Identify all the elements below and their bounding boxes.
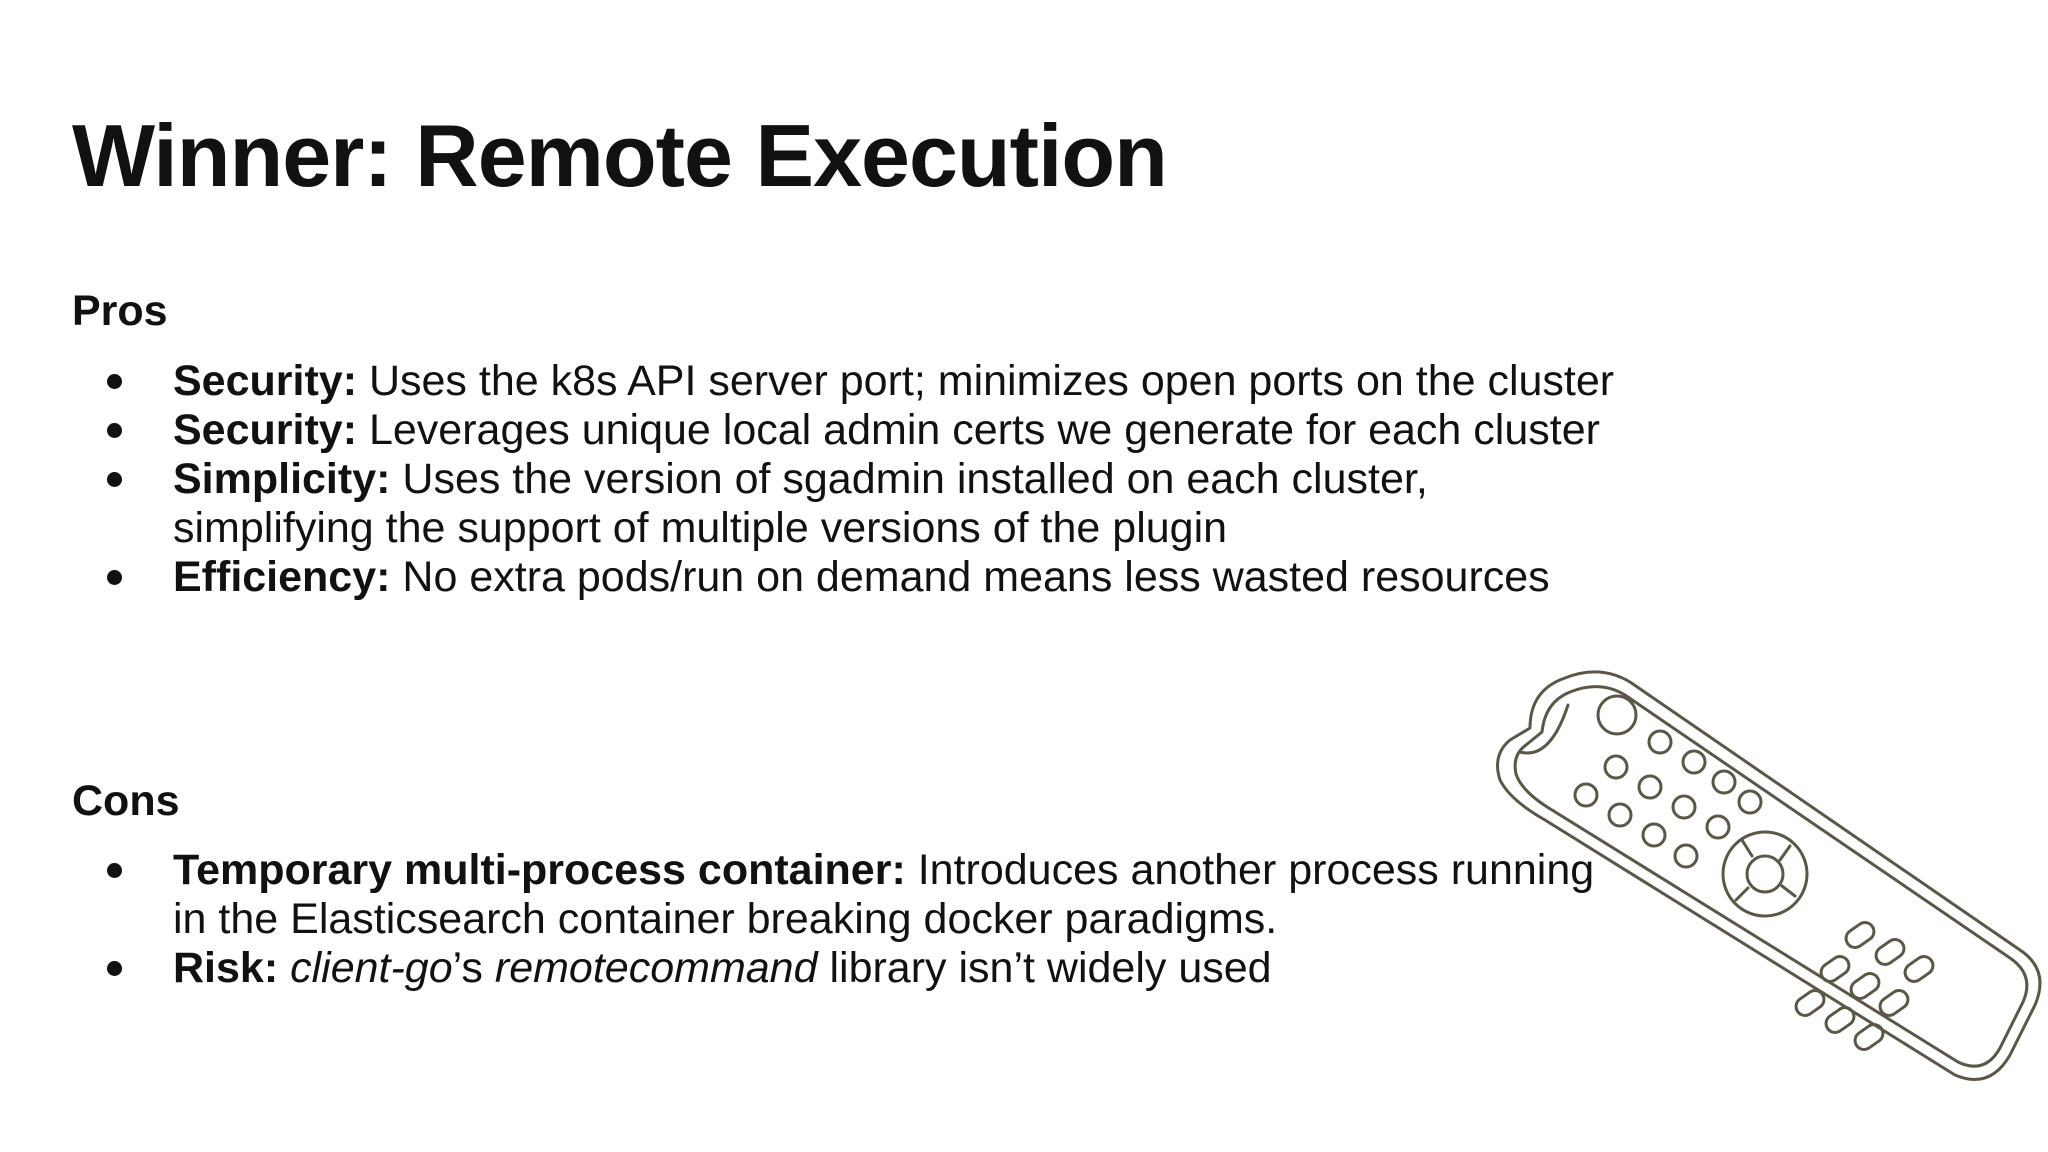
- item-label: Risk:: [173, 944, 279, 992]
- cons-list: Temporary multi-process container: Intro…: [100, 846, 1620, 993]
- list-item: Risk: client-go’s remotecommand library …: [100, 944, 1620, 993]
- pros-heading: Pros: [72, 287, 168, 335]
- bullet-icon: [107, 863, 122, 878]
- slide-title: Winner: Remote Execution: [72, 106, 1168, 205]
- item-text: No extra pods/run on demand means less w…: [390, 553, 1550, 601]
- list-item: Security: Uses the k8s API server port; …: [100, 357, 1620, 406]
- item-label: Security:: [173, 406, 358, 454]
- list-item: Efficiency: No extra pods/run on demand …: [100, 553, 1620, 602]
- bullet-icon: [107, 423, 122, 438]
- list-item: Simplicity: Uses the version of sgadmin …: [100, 455, 1620, 553]
- item-text: Introduces another process running in th…: [173, 846, 1595, 943]
- item-text: Leverages unique local admin certs we ge…: [357, 406, 1600, 454]
- item-text-part: library isn’t widely used: [817, 944, 1272, 992]
- remote-control-icon: [1496, 670, 2042, 1081]
- item-label: Security:: [173, 357, 358, 405]
- item-text-part: [278, 944, 290, 992]
- bullet-icon: [107, 961, 122, 976]
- item-text: Uses the version of sgadmin installed on…: [173, 455, 1428, 552]
- item-label: Efficiency:: [173, 553, 391, 601]
- bullet-icon: [107, 570, 122, 585]
- bullet-icon: [107, 472, 122, 487]
- pros-list: Security: Uses the k8s API server port; …: [100, 357, 1620, 602]
- list-item: Security: Leverages unique local admin c…: [100, 406, 1620, 455]
- list-item: Temporary multi-process container: Intro…: [100, 846, 1620, 944]
- item-text-part: ’s: [452, 944, 495, 992]
- cons-heading: Cons: [72, 777, 180, 825]
- bullet-icon: [107, 374, 122, 389]
- item-label: Temporary multi-process container:: [173, 846, 906, 894]
- item-label: Simplicity:: [173, 455, 391, 503]
- item-text-part: remotecommand: [494, 944, 818, 992]
- item-text-part: client-go: [290, 944, 453, 992]
- item-text: Uses the k8s API server port; minimizes …: [357, 357, 1615, 405]
